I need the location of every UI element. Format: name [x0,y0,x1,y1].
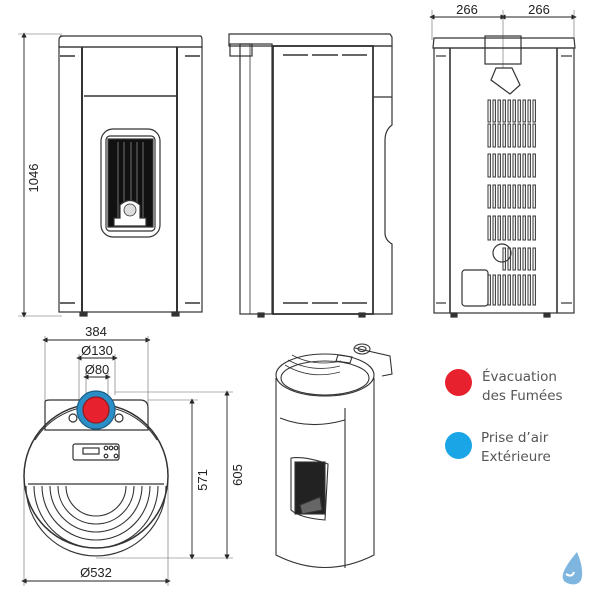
grill-arc [57,485,135,525]
flue-inner-label: Ø80 [85,362,110,377]
depth-body-label: 571 [195,469,210,491]
vent-slot [487,99,491,123]
vent-slot [487,184,491,209]
smoke-exhaust-circle [82,396,110,424]
grill-arc [65,485,127,517]
flue-outer-label: Ø130 [81,343,113,358]
vent-slot [512,123,516,148]
vent-slot [512,99,516,123]
vent-slot [512,247,516,271]
vent-slot [497,215,501,241]
vent-slot [532,184,536,209]
vent-slot [502,99,506,123]
vent-slot [517,215,521,241]
grill-arc [25,485,167,557]
side-view [228,33,393,318]
vent-slot [527,99,531,123]
vent-slot [487,153,491,178]
grill-arc [33,485,159,549]
vent-slot [517,274,521,306]
vent-slot [527,247,531,271]
half-width-left-label: 266 [456,2,478,17]
vent-slot [532,274,536,306]
vent-slot [487,123,491,148]
vent-slot [527,153,531,178]
water-drop-logo-icon [562,552,583,585]
vent-slot [512,215,516,241]
grill-arc [49,485,143,533]
vent-slot [527,184,531,209]
vent-slot [497,153,501,178]
back-view [429,10,577,318]
vent-slot [507,215,511,241]
vent-slot [497,123,501,148]
vent-slot [522,274,526,306]
grill-arc [41,485,151,541]
vent-slot [502,153,506,178]
vent-slot [492,153,496,178]
vent-slot [512,153,516,178]
vent-slot [507,153,511,178]
vent-slot [512,274,516,306]
body-diameter-label: Ø532 [80,565,112,580]
vent-slot [507,184,511,209]
vent-slot [502,247,506,271]
vent-slot [517,184,521,209]
vent-slot [497,274,501,306]
vent-slot [527,274,531,306]
top-view [21,336,233,586]
vent-slot [532,99,536,123]
vent-slot [492,99,496,123]
vent-slot [507,274,511,306]
legend-air-line2: Extérieure [481,449,551,465]
legend-item-air: Prise d’air Extérieure [481,429,551,467]
smoke-exhaust-legend-dot [445,369,472,396]
vent-slot [517,123,521,148]
vent-slot [522,184,526,209]
vent-slot [532,153,536,178]
vent-slot [527,215,531,241]
half-width-right-label: 266 [528,2,550,17]
air-intake-legend-dot [445,432,472,459]
legend-smoke-line2: des Fumées [482,388,563,404]
vent-slot [522,153,526,178]
legend-smoke-line1: Évacuation [482,369,557,385]
vent-slot [487,215,491,241]
fire-window [100,128,161,238]
vent-slot [497,99,501,123]
vent-slot [517,153,521,178]
vent-slot [522,247,526,271]
top-width-label: 384 [85,324,107,339]
vent-slot [532,247,536,271]
vent-slot [532,215,536,241]
vent-slot [492,123,496,148]
height-label: 1046 [26,164,41,193]
vent-slot [522,215,526,241]
vent-slot [532,123,536,148]
vent-slot [512,184,516,209]
depth-total-label: 605 [230,464,245,486]
vent-slot [502,184,506,209]
vent-slot [527,123,531,148]
vent-slot [522,123,526,148]
vent-slot [502,123,506,148]
vent-slot [517,247,521,271]
front-view [18,32,203,318]
vent-slot [492,184,496,209]
vent-slot [507,123,511,148]
vent-slot [522,99,526,123]
vent-slot [497,184,501,209]
vent-slot [492,274,496,306]
vent-slot [502,215,506,241]
legend-item-smoke: Évacuation des Fumées [482,368,563,406]
vent-slot [502,274,506,306]
legend-air-line1: Prise d’air [481,430,549,446]
vent-slot [507,99,511,123]
vent-slot [492,215,496,241]
vent-slot [517,99,521,123]
isometric-view [275,343,393,568]
